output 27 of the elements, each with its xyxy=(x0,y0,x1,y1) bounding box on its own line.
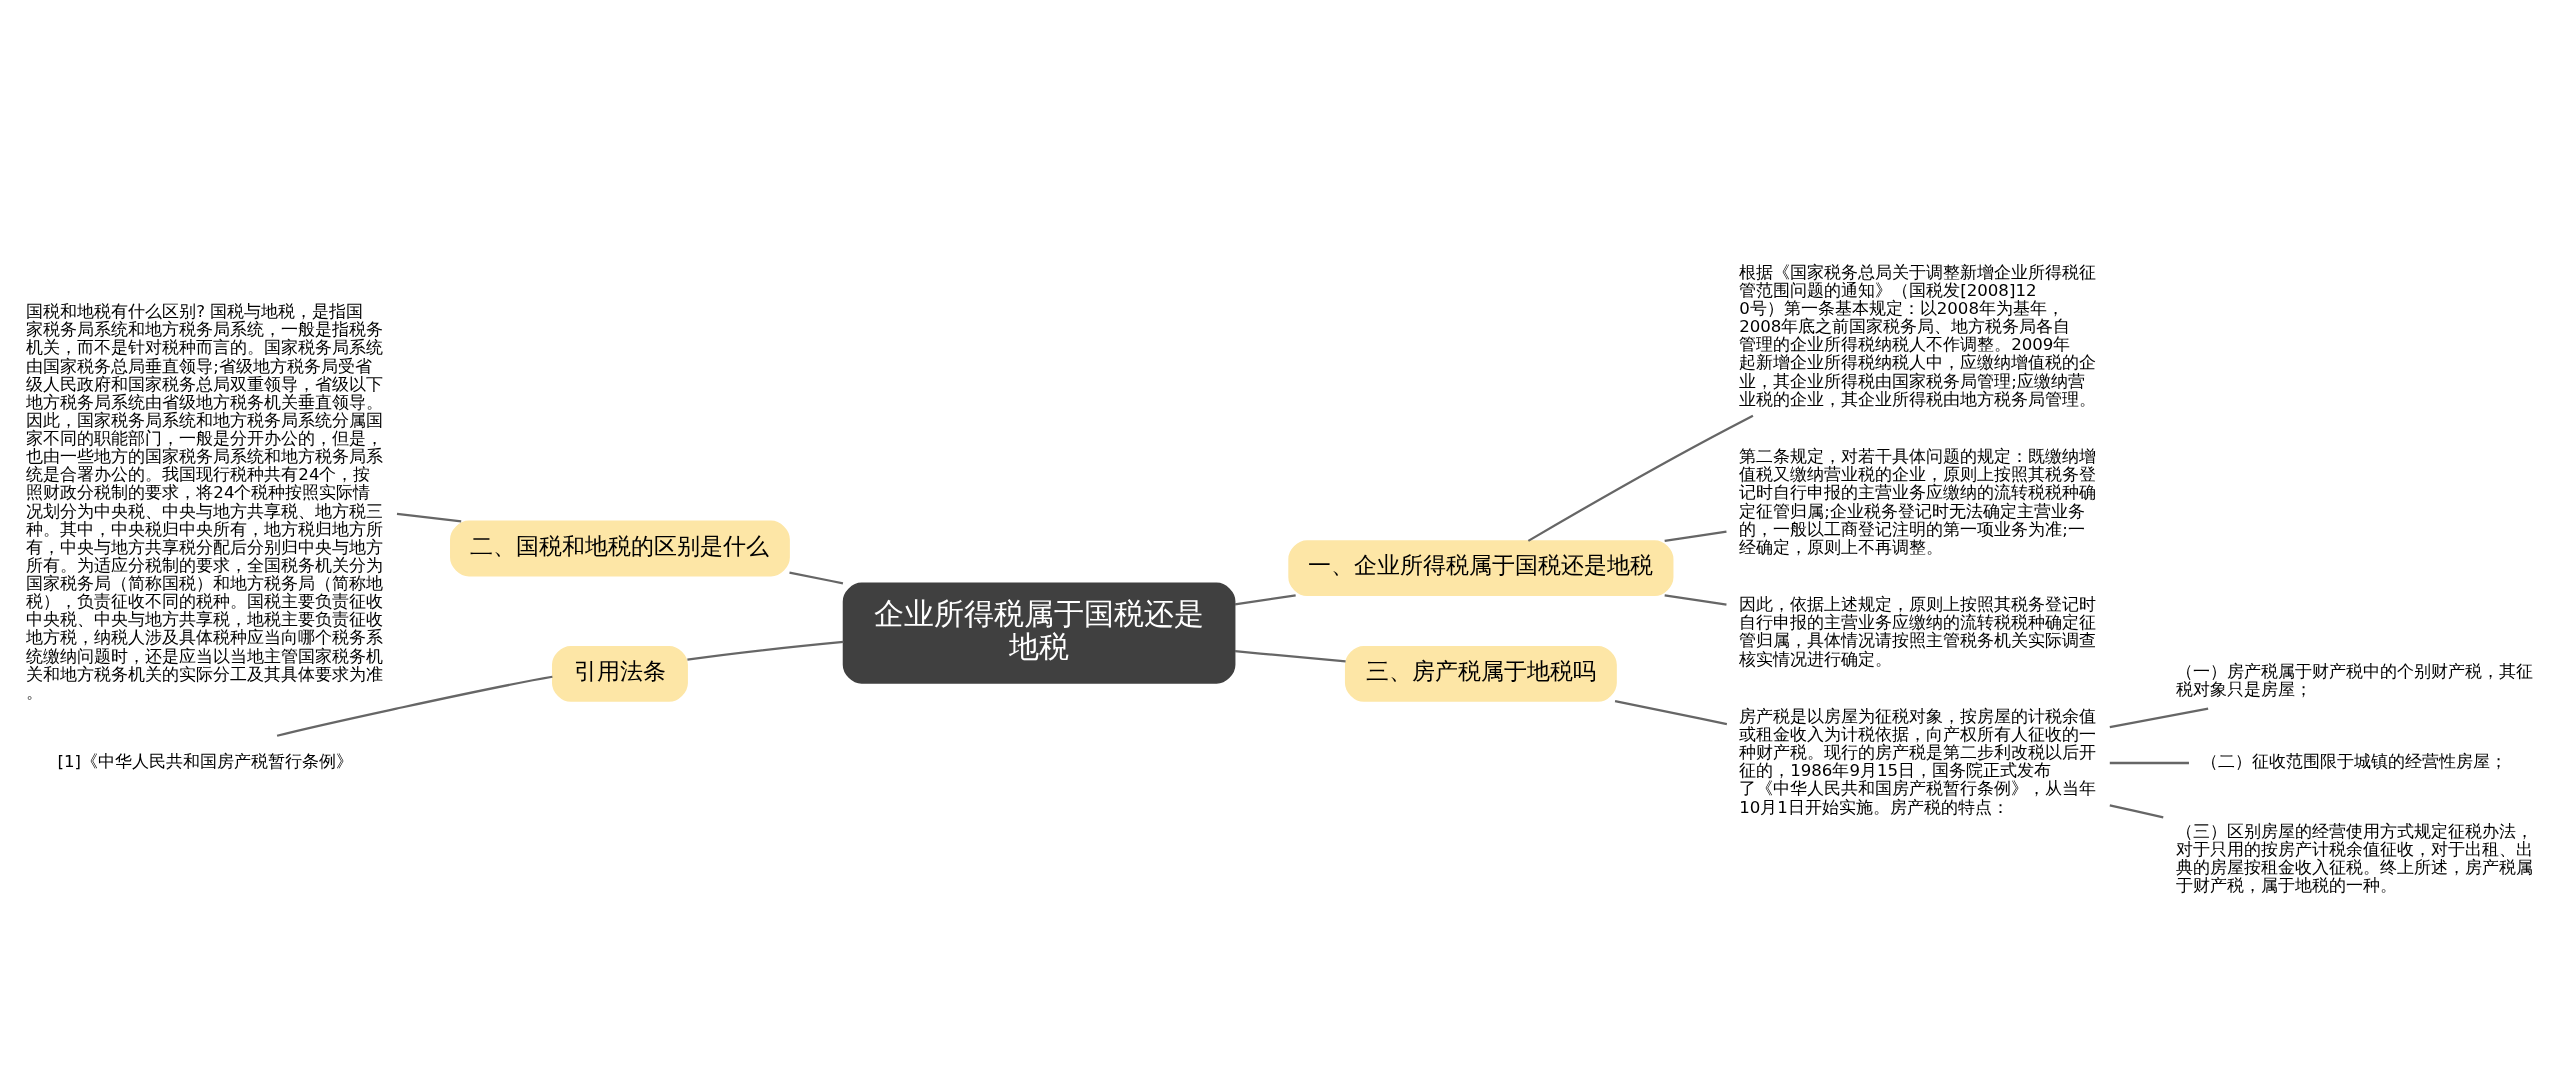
node-text: （一）房产税属于财产税中的个别财产税，其征税对象只是房屋； xyxy=(2175,661,2533,699)
node-text: 根据《国家税务总局关于调整新增企业所得税征管范围问题的通知》（国税发[2008]120号）第一条基本规定：以2008年为基年，2008年底之前国家税务局、地方税务局各自管理的企业所得税纳税人不作调整。2009年起新增企业所得税纳税人中，应缴纳增值税的企业，其企业所得税由国家税务局管理;应缴纳营业税的企业，其企业所得税由地方税务局管理。 xyxy=(1739,262,2097,409)
node-text: （三）区别房屋的经营使用方式规定征税办法，对于只用的按房产计税余值征收，对于出租、出典的房屋按租金收入征税。终上所述，房产税属于财产税，属于地税的一种。 xyxy=(2175,821,2533,896)
connector xyxy=(1234,650,1346,663)
node-box: 企业所得税属于国税还是地税 xyxy=(842,582,1236,684)
node-box: 一、企业所得税属于国税还是地税 xyxy=(1288,540,1674,597)
node-text: 房产税是以房屋为征税对象，按房屋的计税余值或租金收入为计税依据，向产权所有人征收的一种财产税。现行的房产税是第二步利改税以后开征的，1986年9月15日，国务院正式发布了《中华人民共和国房产税暂行条例》，从当年10月1日开始实施。房产税的特点： xyxy=(1739,706,2097,817)
connector xyxy=(789,571,844,585)
connector xyxy=(2109,707,2209,729)
node-text: 国税和地税有什么区别? 国税与地税，是指国家税务局系统和地方税务局系统，一般是指税务机关，而不是针对税种而言的。国家税务局系统由国家税务总局垂直领导;省级地方税务局受省级人民政府和国家税务总局双重领导，省级以下地方税务局系统由省级地方税务机关垂直领导。因此，国家税务局系统和地方税务局系统分属国家不同的职能部门，一般是分开办公的，但是，也由一些地方的国家税务局系统和地方税务局系统是合署办公的。我国现行税种共有24个，按照财政分税制的要求，将24个税种按照实际情况划分为中央税、中央与地方共享税、地方税三种。其中，中央税归中央所有，地方税归地方所有，中央与地方共享税分配后分别归中央与地方所有。为适应分税制的要求，全国税务机关分为国家税务局（简称国税）和地方税务局（简称地税），负责征收不同的税种。国税主要负责征收中央税、中央与地方共享税，地税主要负责征收地方税，纳税人涉及具体税种应当向哪个税务系统缴纳问题时，还是应当以当地主管国家税务机关和地方税务机关的实际分工及其具体要求为准。 xyxy=(26,302,384,702)
connector xyxy=(396,512,462,523)
node-box: 引用法条 xyxy=(551,645,688,702)
connector xyxy=(1664,530,1727,542)
connector xyxy=(276,675,553,737)
connector xyxy=(1234,594,1296,606)
node-text: （二）征收范围限于城镇的经营性房屋； xyxy=(2201,752,2508,772)
connector xyxy=(1527,414,1754,542)
connector xyxy=(2109,804,2164,819)
node-text: 因此，依据上述规定，原则上按照其税务登记时自行申报的主营业务应缴纳的流转税税种确定征管归属，具体情况请按照主管税务机关实际调查核实情况进行确定。 xyxy=(1739,595,2097,669)
connector xyxy=(1664,594,1727,606)
connector xyxy=(1614,700,1728,726)
node-box: 三、房产税属于地税吗 xyxy=(1344,645,1617,702)
connector xyxy=(687,640,844,661)
node-box: 二、国税和地税的区别是什么 xyxy=(450,520,790,577)
connector xyxy=(2109,761,2189,765)
node-text: 第二条规定，对若干具体问题的规定：既缴纳增值税又缴纳营业税的企业，原则上按照其税务登记时自行申报的主营业务应缴纳的流转税税种确定征管归属;企业税务登记时无法确定主营业务的，一般以工商登记注明的第一项业务为准;一经确定，原则上不再调整。 xyxy=(1739,447,2097,557)
node-text: [1]《中华人民共和国房产税暂行条例》 xyxy=(57,752,354,772)
